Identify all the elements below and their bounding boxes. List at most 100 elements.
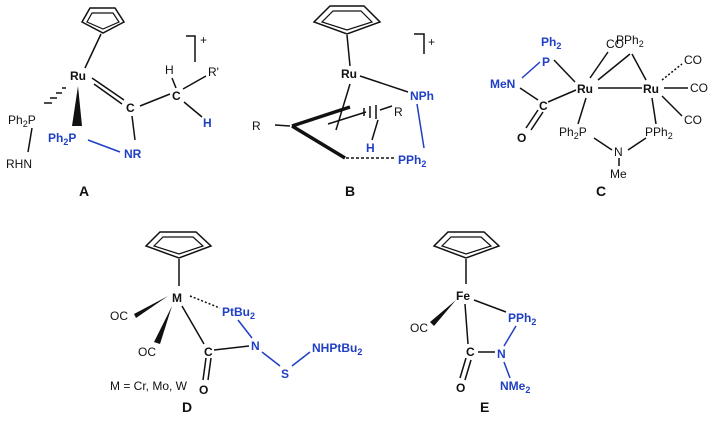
fe-c-bond-e: [464, 303, 469, 345]
ru-p-bond-c2: [651, 97, 657, 125]
c-r-bond-a: [182, 75, 207, 90]
pph2-bottom-c: PPh2: [645, 125, 673, 141]
n-p-bond-c2: [627, 137, 647, 151]
c-h2-bond-a: [183, 101, 203, 118]
nr-a: NR: [124, 147, 142, 161]
cp-ring-e-inner: [440, 236, 493, 255]
structure-a: Ru + Ph2P RHN Ph2P C NR C H R' H A: [6, 7, 219, 199]
p-n-bond-blue-a: [87, 139, 121, 153]
c-n-bond-d: [213, 345, 250, 351]
cp-ring-d-inner: [152, 236, 205, 255]
c-o-bond-2: [530, 111, 544, 131]
charge-b: +: [428, 35, 435, 49]
ru1-c: Ru: [577, 82, 593, 96]
ph2-c: Ph2: [541, 35, 561, 51]
oxygen-d: O: [199, 383, 208, 397]
carbon-d: C: [204, 345, 213, 359]
c-n-bond-a: [131, 115, 136, 141]
ph2p-bottom-c: Ph2P: [559, 125, 587, 141]
c-ru-bond-c: [547, 89, 577, 103]
ru-p-bond-c: [577, 97, 587, 125]
carbon-c: C: [539, 99, 548, 113]
h2-a: H: [203, 116, 212, 130]
c-o-bond-e2: [464, 359, 472, 381]
charge-a: +: [200, 33, 207, 47]
p-ru-bond-c: [553, 59, 576, 83]
legend-d: M = Cr, Mo, W: [110, 379, 188, 393]
h1-a: H: [165, 63, 174, 77]
ptbu2-d: PtBu2: [222, 305, 255, 321]
oc-e: OC: [410, 321, 428, 335]
nph-b: NPh: [410, 89, 434, 103]
n-c: N: [614, 145, 623, 159]
p-n-bond-a: [27, 127, 33, 153]
c-h-bond-a: [171, 77, 177, 89]
ru-c-double-1: [91, 77, 125, 101]
n-s-bond-d: [261, 351, 281, 367]
ru-c-double-2: [93, 83, 123, 105]
allyl-bond-2-b: [291, 124, 346, 160]
co1-c: CO: [606, 37, 624, 51]
cp-metal-bond-b: [346, 34, 351, 67]
metal-d: M: [172, 291, 182, 305]
c-ch-bond-a: [139, 93, 171, 107]
ru-p-bridge-2: [631, 53, 647, 81]
oc2-d: OC: [138, 345, 156, 359]
oxygen-e: O: [456, 381, 465, 395]
co4-c: CO: [684, 113, 702, 127]
co2-c: CO: [684, 53, 702, 67]
n-d: N: [251, 339, 260, 353]
label-c: C: [596, 183, 606, 199]
carbon-e: C: [466, 345, 475, 359]
metal-a: Ru: [70, 69, 86, 83]
me-c: Me: [610, 167, 627, 181]
r-prime-a: R': [208, 65, 219, 79]
label-e: E: [480, 399, 489, 415]
r-c-bond-b: [274, 124, 291, 127]
p-n-bond-d: [237, 319, 253, 339]
cp-ring-a-inner: [86, 12, 120, 30]
p-n-bond-c2: [593, 137, 613, 151]
c-h-bond-b: [371, 119, 379, 141]
p-n-bond-c: [521, 61, 541, 79]
c-o-bond-e1: [459, 357, 467, 379]
c-o-bond-d1: [202, 357, 207, 381]
rhn-a: RHN: [6, 157, 32, 171]
pph2-e: PPh2: [508, 311, 536, 327]
r-left-b: R: [252, 119, 261, 133]
s-nh-bond-d: [291, 351, 311, 367]
metal-e: Fe: [456, 289, 470, 303]
cp-metal-bond-a: [84, 33, 102, 69]
ru-p-bridge-1: [597, 53, 631, 81]
c-r-bond-b: [379, 105, 393, 111]
n-e: N: [497, 347, 506, 361]
n-nme2-bond-e: [503, 361, 511, 379]
s-d: S: [281, 367, 289, 381]
p-c: P: [542, 55, 550, 69]
c-o-bond-1: [525, 109, 539, 129]
cp-ring-b-inner: [320, 10, 374, 31]
ru-co-hash-1: [661, 63, 683, 81]
pph2-b: PPh2: [398, 153, 426, 169]
hashed-bond-b: [363, 105, 377, 119]
h-b: H: [366, 141, 375, 155]
metal-b: Ru: [341, 67, 357, 81]
p-n-bond-e: [503, 325, 517, 347]
wedge-bond-ru-p-a: [72, 86, 82, 126]
allyl-bond-3-b: [327, 111, 367, 125]
label-b: B: [345, 183, 355, 199]
hashed-bond-m-p-d: [189, 295, 221, 309]
structure-d: M OC OC PtBu2 N C O S NHPtBu2 M = Cr, Mo…: [110, 231, 362, 415]
bracket-a: [186, 35, 196, 62]
wedge-m-co2-d: [154, 306, 172, 344]
pph2-top-c: PPh2: [616, 33, 644, 49]
r-right-b: R: [394, 105, 403, 119]
co3-c: CO: [690, 81, 708, 95]
fe-p-bond-e: [473, 299, 507, 313]
nme2-e: NMe2: [500, 379, 530, 395]
bracket-b: [414, 33, 425, 54]
structure-e: Fe OC PPh2 N C O NMe2 E: [410, 231, 536, 415]
ph2p-a: Ph2P: [8, 113, 36, 129]
